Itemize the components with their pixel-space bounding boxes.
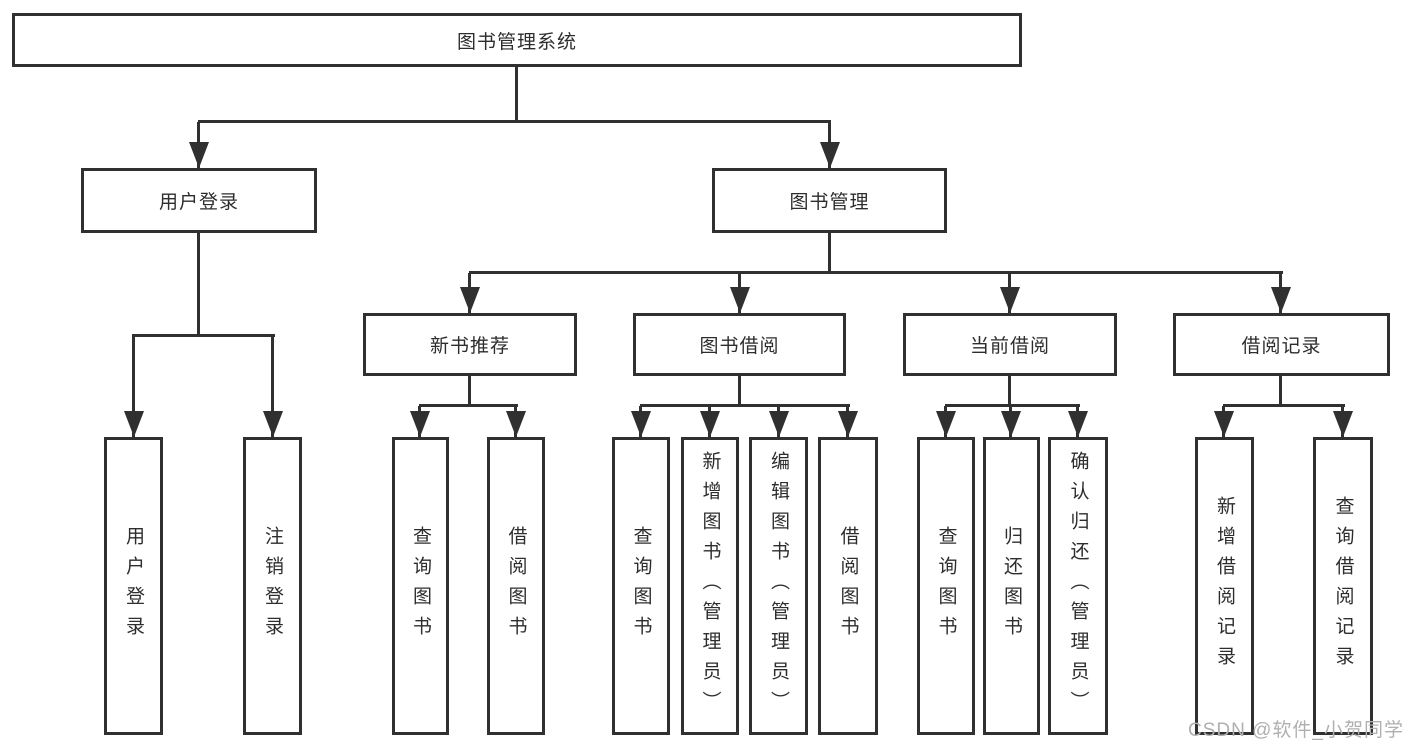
node-user-login-branch: 用户登录	[81, 168, 317, 233]
leaf-borrow-books-1-label: 借阅图书	[505, 526, 527, 646]
arrow-to-book-borrow	[738, 273, 741, 313]
connector-new-book-rec-stem	[468, 376, 471, 407]
leaf-borrow-books-1: 借阅图书	[487, 437, 545, 735]
leaf-logout-label: 注销登录	[262, 526, 283, 646]
leaf-logout: 注销登录	[243, 437, 302, 735]
leaf-add-books-admin-label: 新增图书（管理员）	[699, 451, 721, 721]
connector-current-borrow-stem	[1008, 376, 1011, 407]
arrow-leaf	[514, 406, 517, 437]
leaf-edit-books-admin-label: 编辑图书（管理员）	[768, 451, 789, 721]
node-book-mgmt-branch-label: 图书管理	[789, 192, 870, 213]
leaf-query-books-1-label: 查询图书	[410, 526, 431, 646]
arrow-to-book-mgmt	[828, 122, 831, 168]
connector-book-borrow-stem	[738, 376, 741, 407]
connector-root-stem	[515, 67, 518, 123]
node-current-borrow: 当前借阅	[903, 313, 1117, 376]
arrow-to-user-login	[197, 122, 200, 168]
arrow-to-login-leaf	[132, 336, 135, 437]
node-borrow-record-label: 借阅记录	[1241, 336, 1322, 357]
arrow-leaf	[639, 406, 642, 437]
connector-current-borrow-split	[945, 404, 1080, 407]
connector-user-login-stem	[197, 233, 200, 337]
leaf-add-books-admin: 新增图书（管理员）	[681, 437, 739, 735]
connector-new-book-rec-split	[419, 404, 518, 407]
arrow-leaf	[944, 406, 947, 437]
leaf-borrow-books-2-label: 借阅图书	[837, 526, 859, 646]
leaf-add-borrow-record-label: 新增借阅记录	[1214, 496, 1235, 676]
connector-user-login-split	[132, 334, 275, 337]
leaf-return-books: 归还图书	[983, 437, 1040, 735]
leaf-confirm-return-admin-label: 确认归还（管理员）	[1067, 451, 1089, 721]
leaf-query-books-2: 查询图书	[612, 437, 670, 735]
leaf-user-login: 用户登录	[104, 437, 163, 735]
leaf-query-borrow-record-label: 查询借阅记录	[1332, 496, 1354, 676]
leaf-query-borrow-record: 查询借阅记录	[1313, 437, 1373, 735]
connector-borrow-record-stem	[1279, 376, 1282, 407]
leaf-add-borrow-record: 新增借阅记录	[1195, 437, 1254, 735]
arrow-leaf	[1341, 406, 1344, 437]
arrow-leaf	[777, 406, 780, 437]
node-book-borrow-label: 图书借阅	[699, 336, 780, 357]
arrow-to-borrow-record	[1279, 273, 1282, 313]
node-current-borrow-label: 当前借阅	[969, 336, 1050, 357]
arrow-leaf	[1222, 406, 1225, 437]
leaf-query-books-3-label: 查询图书	[935, 526, 957, 646]
arrow-leaf	[708, 406, 711, 437]
node-root-label: 图书管理系统	[456, 31, 577, 53]
node-book-mgmt-branch: 图书管理	[712, 168, 947, 233]
arrow-to-new-book-rec	[468, 273, 471, 313]
leaf-query-books-2-label: 查询图书	[630, 526, 652, 646]
csdn-watermark: CSDN @软件_小贺同学	[1188, 720, 1404, 741]
arrow-to-current-borrow	[1008, 273, 1011, 313]
arrow-leaf	[846, 406, 849, 437]
leaf-confirm-return-admin: 确认归还（管理员）	[1048, 437, 1108, 735]
node-user-login-branch-label: 用户登录	[158, 192, 239, 213]
arrow-leaf	[1009, 406, 1012, 437]
connector-book-mgmt-stem	[828, 233, 831, 274]
connector-level2-split	[198, 120, 831, 123]
connector-borrow-record-split	[1223, 404, 1345, 407]
leaf-query-books-1: 查询图书	[392, 437, 449, 735]
leaf-query-books-3: 查询图书	[917, 437, 975, 735]
node-new-book-rec: 新书推荐	[363, 313, 577, 376]
leaf-user-login-label: 用户登录	[123, 526, 144, 646]
node-new-book-rec-label: 新书推荐	[429, 336, 510, 357]
connector-book-borrow-split	[640, 404, 850, 407]
leaf-edit-books-admin: 编辑图书（管理员）	[749, 437, 808, 735]
arrow-to-logout-leaf	[271, 336, 274, 437]
arrow-leaf	[418, 406, 421, 437]
leaf-return-books-label: 归还图书	[1001, 526, 1022, 646]
node-root: 图书管理系统	[12, 13, 1022, 67]
node-book-borrow: 图书借阅	[633, 313, 846, 376]
leaf-borrow-books-2: 借阅图书	[818, 437, 878, 735]
node-borrow-record: 借阅记录	[1173, 313, 1390, 376]
connector-level3-split	[469, 271, 1283, 274]
arrow-leaf	[1076, 406, 1079, 437]
